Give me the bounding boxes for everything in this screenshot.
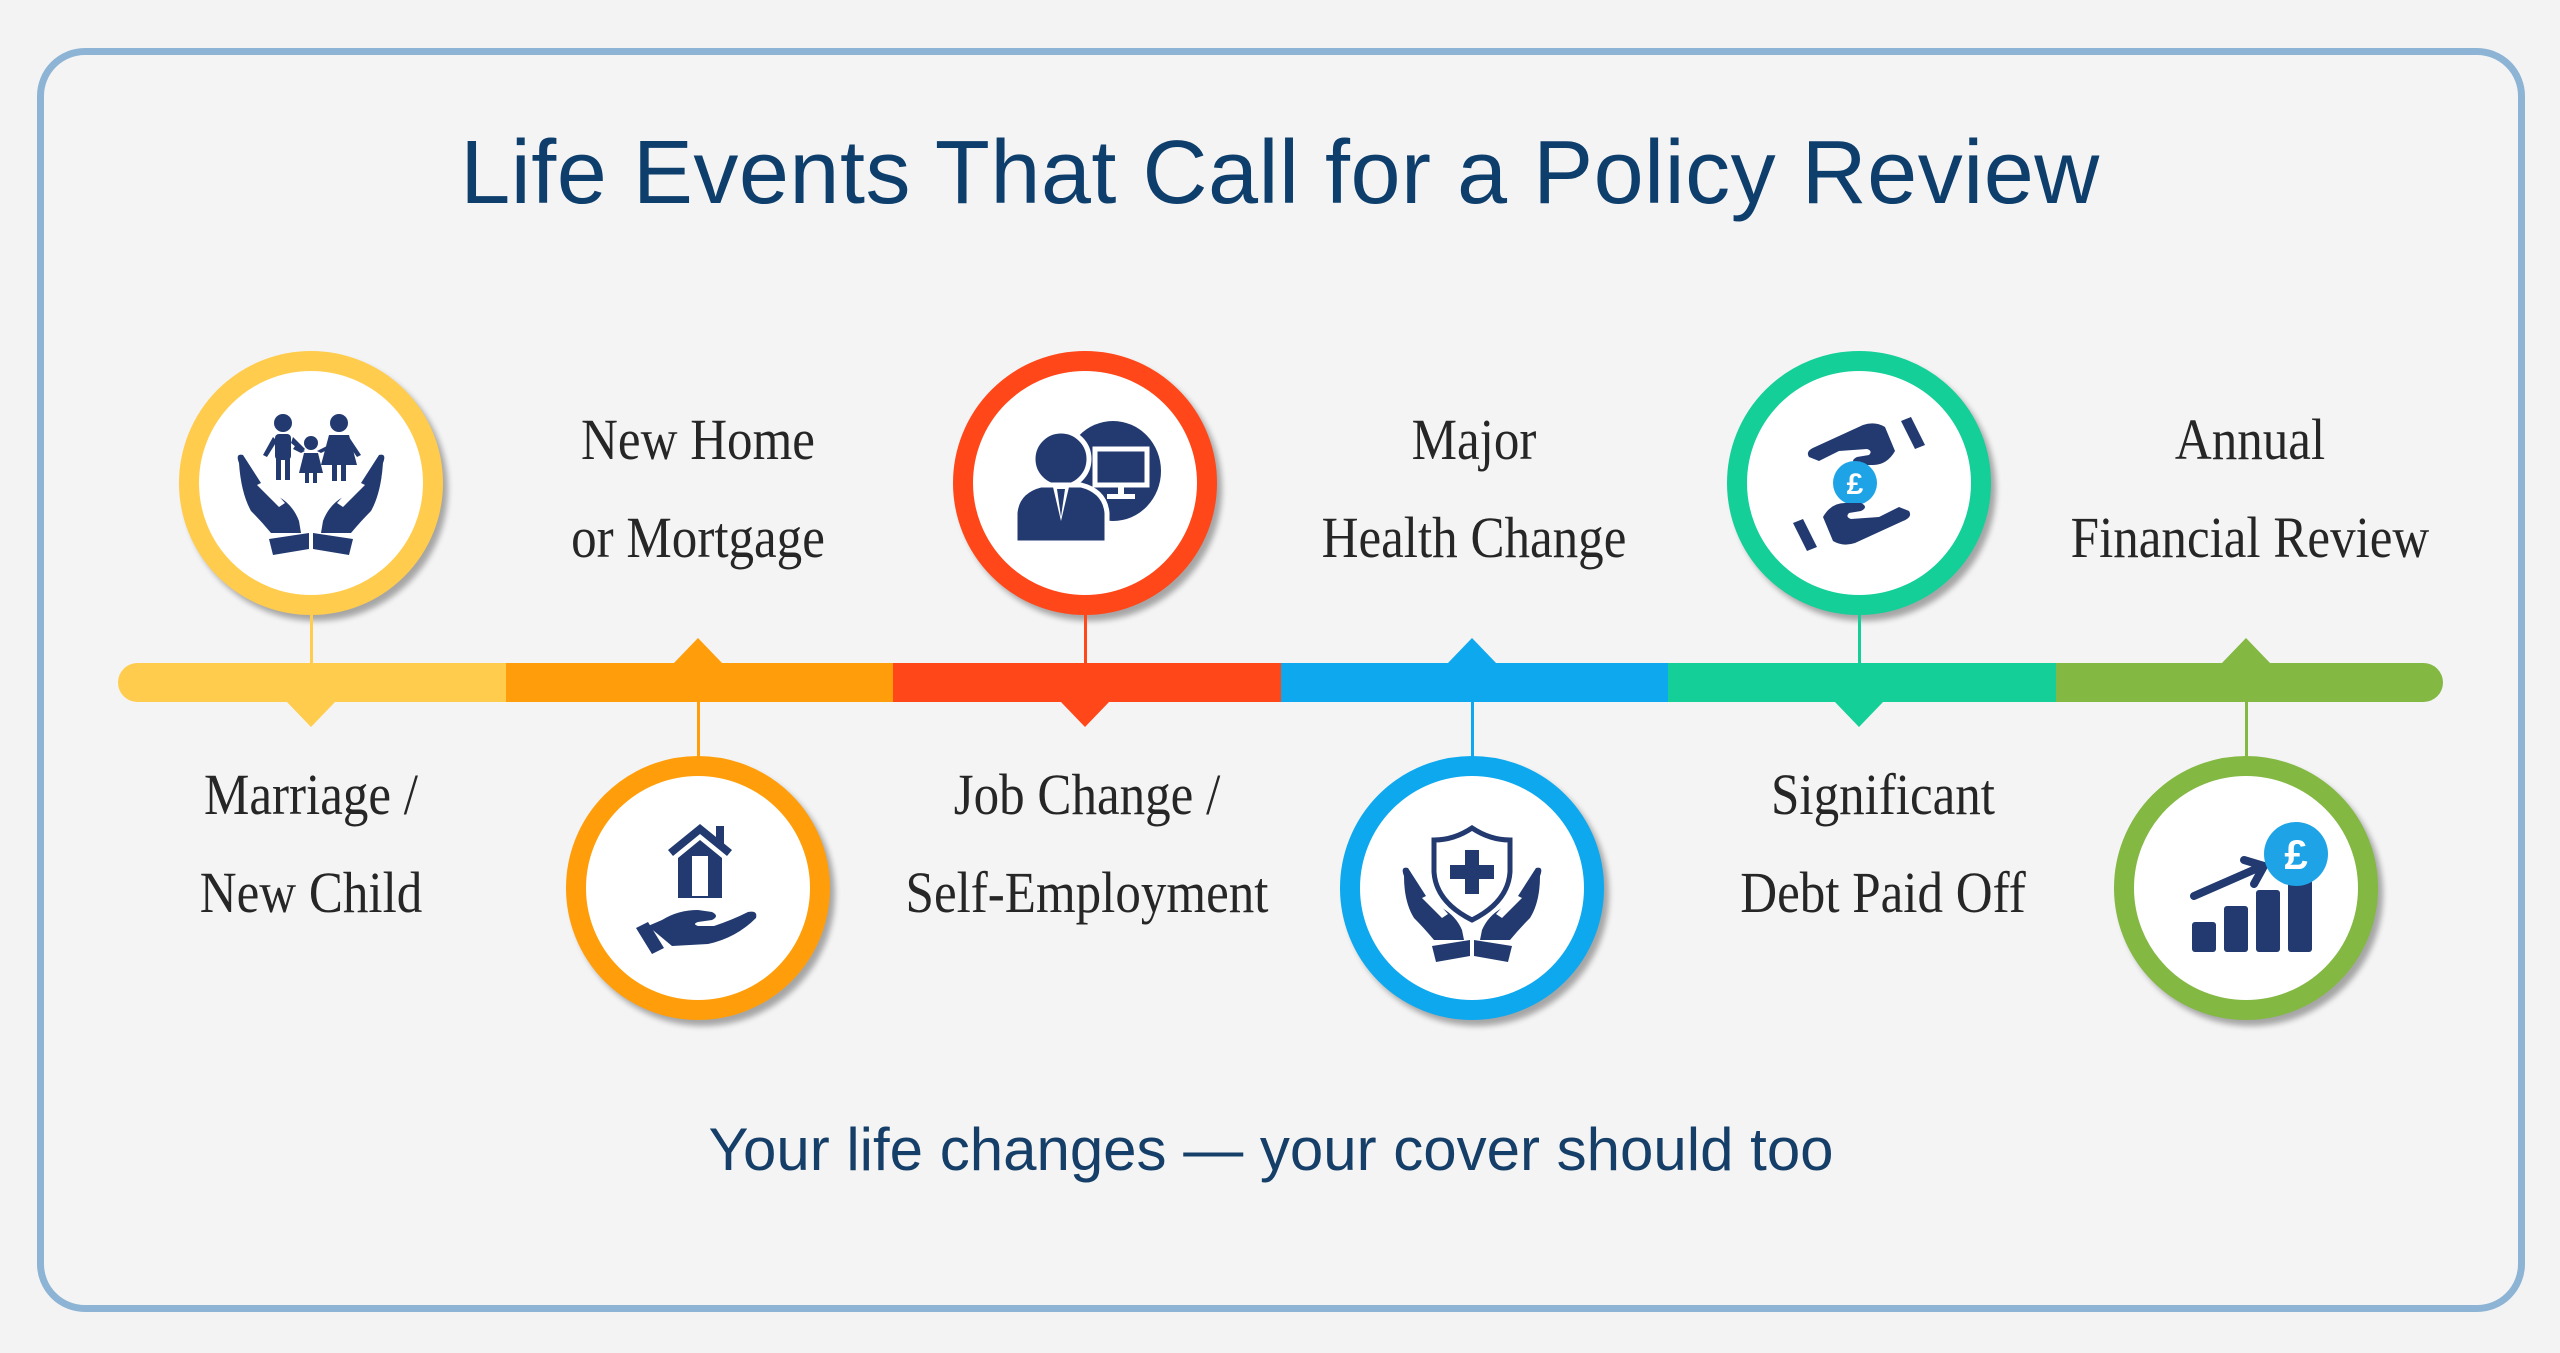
businessman-computer-icon: [1012, 421, 1161, 546]
event-label-line2: or Mortgage: [571, 505, 825, 570]
event-label-line2: Debt Paid Off: [1740, 860, 2026, 925]
pound-growth-chart-icon: £: [2190, 822, 2328, 952]
event-connector-line: [697, 702, 700, 758]
svg-text:£: £: [2284, 831, 2307, 878]
event-label-line1: Marriage /: [203, 762, 418, 827]
svg-text:£: £: [1847, 468, 1864, 501]
event-connector-line: [1858, 615, 1861, 663]
health-shield-hands-icon: [1402, 824, 1542, 962]
event-label-line2: Health Change: [1321, 505, 1627, 570]
timeline-segment-5: [1668, 663, 2056, 702]
timeline-segment-1: [118, 663, 506, 702]
event-marker-pointer: [2221, 638, 2271, 664]
event-icon-ring: [179, 351, 443, 615]
event-connector-line: [310, 615, 313, 663]
event-label-line2: New Child: [199, 860, 423, 925]
event-icon-ring: [566, 756, 830, 1020]
event-connector-line: [1471, 702, 1474, 758]
event-label-line1: Significant: [1771, 762, 1995, 827]
timeline-segment-6: [2055, 663, 2443, 702]
event-label: Major Health Change: [1263, 391, 1685, 587]
event-label: Significant Debt Paid Off: [1672, 746, 2094, 942]
family-in-hands-icon: [237, 414, 385, 555]
event-marker-pointer: [1447, 638, 1497, 664]
event-label: Annual Financial Review: [2039, 391, 2461, 587]
timeline-segment-2: [505, 663, 893, 702]
page-title: Life Events That Call for a Policy Revie…: [460, 123, 2100, 223]
event-label: New Home or Mortgage: [487, 391, 909, 587]
timeline-segment-3: [893, 663, 1281, 702]
event-marker-pointer: [286, 701, 336, 727]
event-marker-pointer: [1834, 701, 1884, 727]
timeline-segment-4: [1280, 663, 1668, 702]
house-in-hand-icon: [636, 824, 757, 954]
event-label-line1: New Home: [581, 407, 815, 472]
pound-between-hands-icon: £: [1793, 417, 1925, 551]
timeline-bar: [118, 663, 2443, 702]
event-connector-line: [1084, 615, 1087, 663]
event-label-line1: Job Change /: [953, 762, 1221, 827]
event-marker-pointer: [673, 638, 723, 664]
event-label-line2: Self-Employment: [905, 860, 1269, 925]
event-connector-line: [2245, 702, 2248, 758]
event-label-line1: Annual: [2174, 407, 2326, 472]
event-label-line2: Financial Review: [2070, 505, 2430, 570]
event-label-line1: Major: [1411, 407, 1537, 472]
event-icon-ring: [953, 351, 1217, 615]
event-label: Marriage / New Child: [100, 746, 522, 942]
event-icon-ring: £: [2114, 756, 2378, 1020]
tagline: Your life changes — your cover should to…: [708, 1116, 1834, 1183]
event-marker-pointer: [1060, 701, 1110, 727]
event-icon-ring: [1340, 756, 1604, 1020]
event-label: Job Change / Self-Employment: [876, 746, 1298, 942]
event-icon-ring: £: [1727, 351, 1991, 615]
